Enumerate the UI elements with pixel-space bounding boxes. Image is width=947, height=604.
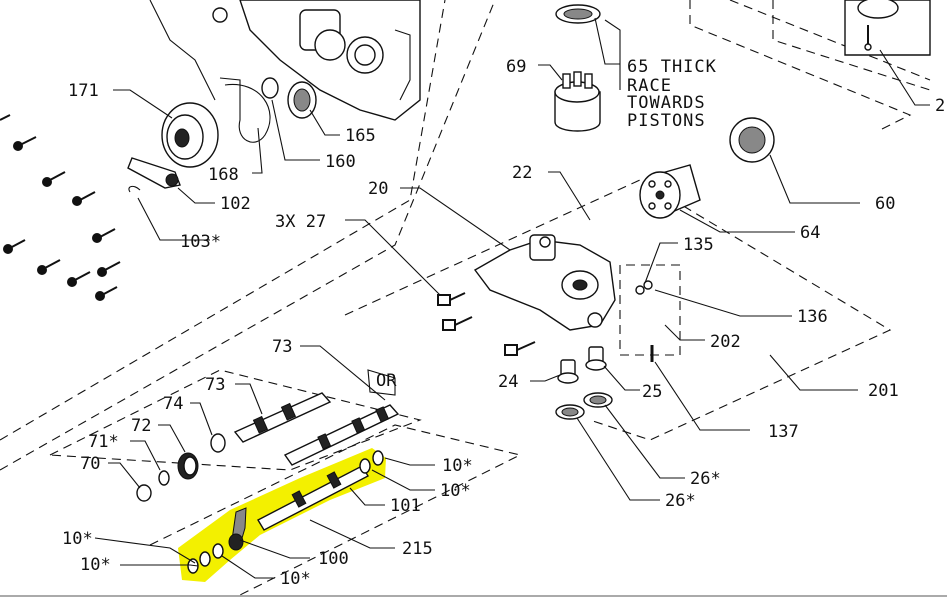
part-135 [635,285,645,295]
label-10-c: 10* [62,529,93,549]
leader-lines [94,17,930,579]
washer-70 [136,484,152,502]
arm-100 [228,507,247,551]
dashed-boundaries [0,0,931,596]
label-2: 2 [935,96,945,116]
label-60: 60 [875,194,895,214]
label-202: 202 [710,332,741,352]
label-71: 71* [88,432,119,452]
label-160: 160 [325,152,356,172]
bolts-left [0,114,121,301]
label-135: 135 [683,235,714,255]
washers-10 [187,450,384,574]
callout-labels: 171 165 160 168 102 103* 69 65 THICK RAC… [62,57,945,589]
label-26-b: 26* [665,491,696,511]
gear-72 [177,452,199,480]
thrust-race-65 [555,4,601,24]
label-65-line1: 65 THICK [627,57,717,77]
label-136: 136 [797,307,828,327]
label-26-a: 26* [690,469,721,489]
label-165: 165 [345,126,376,146]
label-69: 69 [506,57,526,77]
label-215: 215 [402,539,433,559]
or-label: OR [376,371,397,391]
label-24: 24 [498,372,518,392]
spring-168 [219,77,271,143]
label-74: 74 [163,394,183,414]
label-65-line3: TOWARDS [627,93,706,113]
label-137: 137 [768,422,799,442]
part-topright [844,0,931,56]
label-64: 64 [800,223,820,243]
label-27: 3X 27 [275,212,326,232]
center-section-20 [473,234,616,331]
bearing-60 [729,117,775,163]
label-73-a: 73 [272,337,292,357]
check-valve-25 [585,346,607,371]
label-10-d: 10* [80,555,111,575]
washer-74 [210,433,226,453]
label-101: 101 [390,496,421,516]
seal-26-a [555,404,585,420]
label-10-a: 10* [442,456,473,476]
shaft-101 [257,465,369,531]
label-10-b: 10* [440,481,471,501]
cylinder-block-69 [554,71,601,132]
label-171: 171 [68,81,99,101]
label-22: 22 [512,163,532,183]
seal-26-b [583,392,613,408]
label-20: 20 [368,179,388,199]
housing-cover [149,0,421,121]
label-72: 72 [131,416,151,436]
label-100: 100 [318,549,349,569]
label-102: 102 [220,194,251,214]
label-65-line2: RACE [627,76,672,96]
label-25: 25 [642,382,662,402]
part-136 [643,280,653,290]
label-73-b: 73 [205,375,225,395]
label-70: 70 [80,454,100,474]
label-103: 103* [180,232,221,252]
pulley-171 [161,102,219,168]
or-symbol: OR [367,369,397,396]
lever-102 [127,157,181,189]
label-10-e: 10* [280,569,311,589]
label-201: 201 [868,381,899,401]
bolts-27 [437,292,536,356]
cylinder-block-64 [639,164,701,219]
washer-71 [158,470,170,486]
shaft-73-lower [283,404,400,466]
check-valve-24 [557,359,579,384]
shaft-73-upper [233,392,332,443]
label-65-line4: PISTONS [627,111,706,131]
seal-160 [261,77,279,99]
clip-103 [128,185,141,193]
bearing-165 [287,81,317,119]
label-168: 168 [208,165,239,185]
